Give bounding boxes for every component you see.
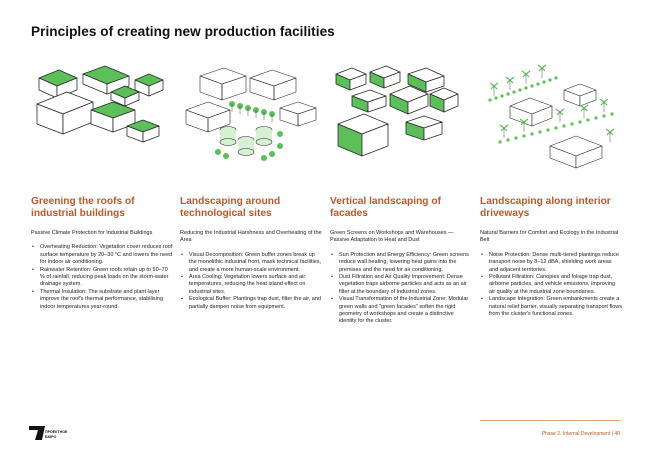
page-number: 40 <box>614 431 620 437</box>
list-item: Rainwater Retention: Green roofs retain … <box>31 267 173 289</box>
green-roofs-illustration <box>36 65 164 143</box>
list-item: Visual Decomposition: Green buffer zones… <box>180 252 322 274</box>
column-green-roofs: Greening the roofs of industrial buildin… <box>31 60 173 311</box>
logo-text: ПРОЕКТНОЕ БЮРО <box>45 430 68 439</box>
footer-separator: | <box>611 431 614 437</box>
bullet-list: Visual Decomposition: Green buffer zones… <box>180 252 322 311</box>
footer-page-info: Phase 2. Internal Development | 40 <box>542 431 620 437</box>
column-technological-sites: Landscaping around technological sites R… <box>180 60 322 311</box>
technological-sites-illustration <box>185 67 317 161</box>
column-intro: Natural Barriers for Comfort and Ecology… <box>480 230 619 244</box>
list-item: Overheating Reduction: Vegetation cover … <box>31 244 173 266</box>
list-item: Dust Filtration and Air Quality Improvem… <box>330 274 472 296</box>
bullet-list: Sun Protection and Energy Efficiency: Gr… <box>330 252 472 326</box>
column-interior-driveways: Landscaping along interior driveways Nat… <box>480 60 622 318</box>
list-item: Area Cooling: Vegetation lowers surface … <box>180 274 322 296</box>
driveway-palms-illustration <box>488 64 615 169</box>
page-title: Principles of creating new production fa… <box>31 24 335 39</box>
list-item: Landscape Integration: Green embankments… <box>480 296 622 318</box>
list-item: Visual Transformation of the Industrial … <box>330 296 472 326</box>
list-item: Noise Protection: Dense multi-tiered pla… <box>480 252 622 274</box>
green-facades-illustration <box>335 65 459 157</box>
column-intro: Green Screens on Workshops and Warehouse… <box>330 230 454 244</box>
column-heading: Vertical landscaping of facades <box>330 196 441 220</box>
list-item: Ecological Buffer: Plantings trap dust, … <box>180 296 322 311</box>
column-intro: Passive Climate Protection for Industria… <box>31 230 153 236</box>
list-item: Sun Protection and Energy Efficiency: Gr… <box>330 252 472 274</box>
column-heading: Greening the roofs of industrial buildin… <box>31 196 135 220</box>
bullet-list: Noise Protection: Dense multi-tiered pla… <box>480 252 622 319</box>
column-intro: Reducing the Industrial Harshness and Ov… <box>180 230 322 244</box>
bullet-list: Overheating Reduction: Vegetation cover … <box>31 244 173 311</box>
list-item: Pollutant Filtration: Canopies and folia… <box>480 274 622 296</box>
column-heading: Landscaping around technological sites <box>180 196 281 220</box>
footer-section: Phase 2. Internal Development <box>541 431 611 437</box>
company-logo <box>29 426 45 440</box>
footer-divider <box>480 420 620 421</box>
list-item: Thermal Insulation: The substrate and pl… <box>31 289 173 311</box>
column-vertical-facades: Vertical landscaping of facades Green Sc… <box>330 60 472 326</box>
column-heading: Landscaping along interior driveways <box>480 196 611 220</box>
